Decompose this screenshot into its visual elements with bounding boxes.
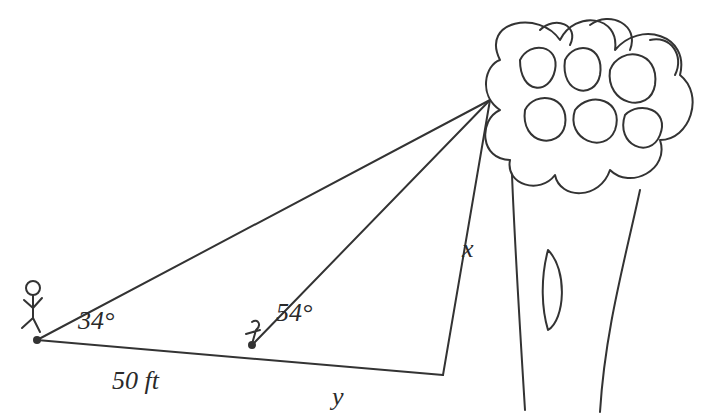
- angle-label: 34°: [78, 308, 114, 334]
- canopy-scribble: [525, 98, 566, 141]
- canopy-scribble: [623, 108, 662, 148]
- side-label: x: [462, 236, 474, 262]
- height-line: [443, 100, 490, 375]
- canopy-scribble: [650, 39, 678, 75]
- tree-trunk: [512, 175, 525, 410]
- observer-head: [26, 281, 40, 295]
- observer-figure: [22, 295, 42, 332]
- observer-point: [33, 336, 41, 344]
- distance-label: 50 ft: [112, 368, 159, 394]
- canopy-scribble: [573, 100, 616, 143]
- canopy-scribble: [590, 19, 632, 50]
- tree-trunk: [600, 190, 640, 412]
- observer-point: [248, 341, 256, 349]
- ground-line: [37, 340, 443, 375]
- angle-label: 54°: [276, 300, 312, 326]
- tree-canopy: [485, 20, 692, 193]
- sight-line: [37, 100, 490, 340]
- canopy-scribble: [520, 48, 556, 88]
- trunk-mark: [543, 250, 562, 330]
- side-label: y: [332, 384, 344, 410]
- canopy-scribble: [610, 54, 656, 102]
- canopy-scribble: [540, 23, 572, 45]
- observer-figure: [246, 321, 260, 344]
- canopy-scribble: [565, 48, 601, 91]
